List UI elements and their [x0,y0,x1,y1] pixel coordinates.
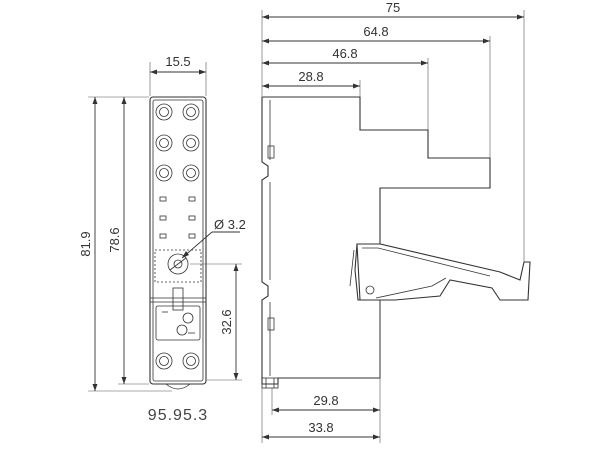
side-view-foot [261,377,279,389]
terminal-screws-bottom [155,352,200,370]
hole-to-base-label: 32.6 [219,309,234,334]
rail-depth-b-label: 33.8 [308,420,333,435]
front-dimensions [88,62,242,392]
front-width-label: 15.5 [165,54,190,69]
hole-diameter-label: Ø 3.2 [214,217,246,232]
mounting-hole [167,253,189,275]
front-view-foot [165,383,191,390]
contact-slots [159,196,196,239]
rail-depth-a-label: 29.8 [313,393,338,408]
side-view-retaining-clip [356,243,531,301]
front-height-total-label: 81.9 [78,231,93,256]
front-height-body-label: 78.6 [107,227,122,252]
mounting-hole-frame [154,249,202,283]
clip-pivot [365,285,375,295]
front-view-body [149,96,207,385]
side-view-outline [261,96,491,385]
depth-total-label: 75 [386,0,400,15]
front-view [149,96,207,390]
depth-step1-label: 28.8 [298,69,323,84]
model-number: 95.95.3 [148,407,208,424]
depth-clip-label: 64.8 [363,24,388,39]
depth-step2-label: 46.8 [332,46,357,61]
retaining-clip [172,287,184,311]
side-dimensions [261,10,525,443]
terminal-screws-top [155,103,200,182]
